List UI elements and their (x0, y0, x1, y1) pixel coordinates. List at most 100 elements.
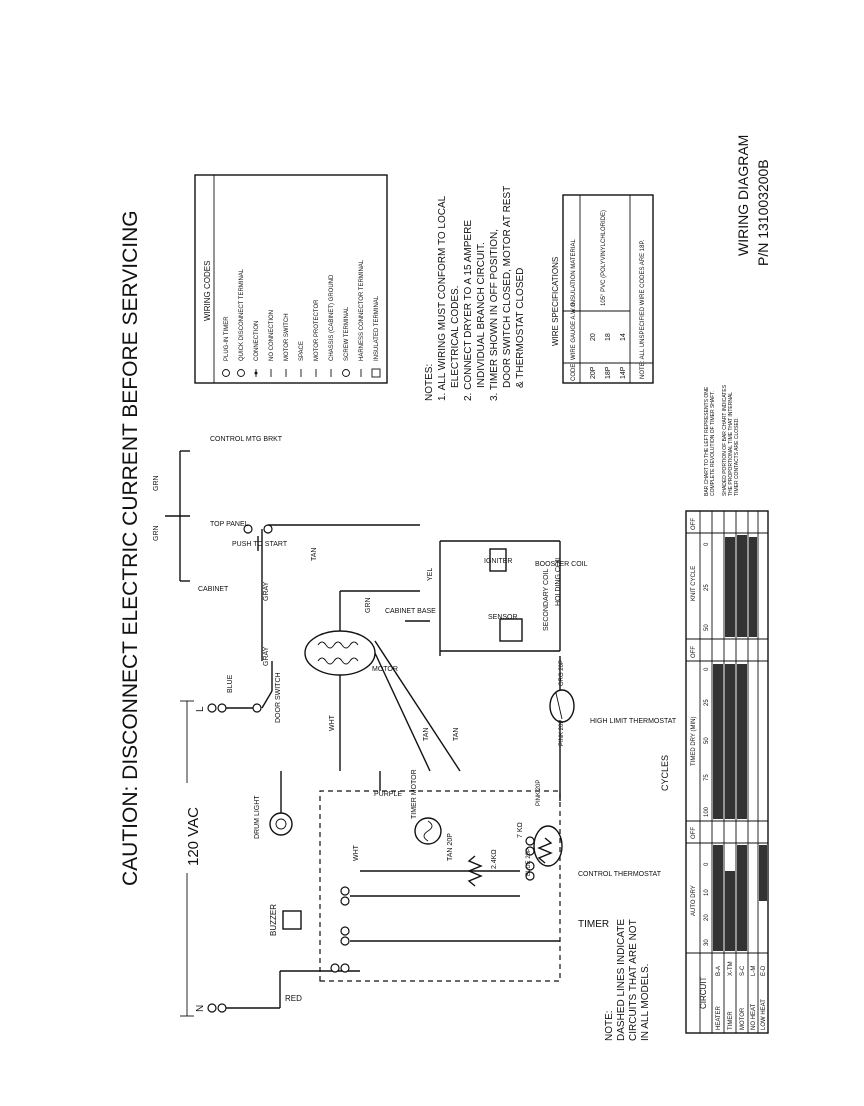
bar-note-2: COMPLETE REVOLUTION OF TIMER SHAFT. (710, 391, 716, 496)
notes-line-7: & THERMOSTAT CLOSED (515, 268, 526, 388)
notes-line-6: DOOR SWITCH CLOSED, MOTOR AT REST (502, 186, 513, 388)
wiring-code-symbols (222, 368, 381, 378)
wire-spec-table (562, 194, 654, 384)
dashed-note-4: IN ALL MODELS. (640, 964, 651, 1041)
org20p-label: ORG 20P (559, 660, 565, 686)
diagram-title-line2: P/N 131003200B (755, 159, 771, 266)
sensor-label: SENSOR (488, 614, 518, 621)
pink20p2-label: PINK 20P (559, 720, 565, 746)
circuit-lowheat: LOW HEAT (761, 999, 767, 1030)
gray-wire-label: GRAY (263, 646, 270, 666)
bar-note-4: THE PROPORTIONAL TIME THAT INTERNAL (728, 392, 734, 496)
yel-wire-label: YEL (427, 568, 434, 581)
auto-tick-0: 0 (704, 862, 710, 866)
blue20p-label: BLUE 20P (526, 848, 532, 876)
push-to-start-label: PUSH TO START (232, 541, 288, 548)
dashed-note-3: CIRCUITS THAT ARE NOT (628, 919, 639, 1041)
buzzer (282, 910, 302, 930)
wire-spec-row3-code: 14P (620, 366, 627, 379)
dashed-lines-note: NOTE: DASHED LINES INDICATE CIRCUITS THA… (604, 919, 651, 1041)
grn-wire-label-2: GRN (153, 475, 160, 491)
wire-spec-row2-gauge: 18 (605, 333, 612, 341)
timed-tick-75: 75 (704, 774, 710, 781)
igniter-label: IGNITER (484, 558, 512, 565)
grn-wire-label-1: GRN (153, 525, 160, 541)
circuit-noheat-code: L-M (751, 966, 757, 976)
circuit-motor-code: S-C (740, 965, 746, 976)
wire-spec-title: WIRE SPECIFICATIONS (551, 257, 560, 346)
wire-spec-row2-code: 18P (605, 366, 612, 379)
auto-tick-30: 30 (704, 939, 710, 946)
sensor (499, 618, 523, 642)
wire-spec-material: 105° PVC (POLYVINYLCHLORIDE) (601, 210, 607, 306)
timer-motor (414, 817, 442, 845)
notes-line-3: 2. CONNECT DRYER TO A 15 AMPERE (463, 220, 474, 401)
cycles-title: CYCLES (660, 755, 670, 791)
red-wire-label: RED (285, 994, 302, 1003)
timer-label: TIMER (578, 919, 609, 930)
cabinet-base-label: CABINET BASE (385, 608, 436, 615)
bar-note-5: TIMER CONTACTS ARE CLOSED. (734, 417, 740, 496)
wire-spec-header-code: CODE (571, 364, 577, 381)
notes-block: NOTES: 1. ALL WIRING MUST CONFORM TO LOC… (424, 186, 526, 401)
high-limit-label: HIGH LIMIT THERMOSTAT (590, 718, 677, 725)
line-label: L (195, 706, 206, 712)
circuit-heater-code: B-A (716, 966, 722, 976)
blue-wire-label: BLUE (227, 674, 234, 693)
circuit-timer: TIMER (728, 1011, 734, 1030)
drum-light (269, 812, 293, 836)
purple-wire-label: PURPLE (374, 791, 402, 798)
circuit-noheat: NO HEAT (751, 1003, 757, 1030)
cycles-section-off2: OFF (691, 646, 697, 658)
grn-motor-label: GRN (365, 597, 372, 613)
wiring-code-3: CONNECTION (254, 321, 260, 361)
cycles-section-knit: KNIT CYCLE (691, 566, 697, 601)
voltage-label: 120 VAC (185, 807, 202, 866)
caution-title: CAUTION: DISCONNECT ELECTRIC CURRENT BEF… (119, 210, 142, 886)
circuit-heater: HEATER (716, 1005, 722, 1030)
secondary-coil-label: SECONDARY COIL (543, 569, 550, 631)
holding-coil-label: HOLDING COIL (555, 556, 562, 606)
drum-light-label: DRUM LIGHT (254, 795, 261, 839)
notes-line-5: 3. TIMER SHOWN IN OFF POSITION, (489, 229, 500, 401)
notes-line-1: 1. ALL WIRING MUST CONFORM TO LOCAL (437, 195, 448, 401)
tan3-wire-label: TAN (311, 548, 318, 561)
cycles-section-timed: TIMED DRY (MIN) (691, 717, 697, 766)
circuit-motor: MOTOR (740, 1007, 746, 1030)
timer-terminals (330, 836, 535, 973)
top-panel-label: TOP PANEL (210, 521, 249, 528)
timed-tick-25: 25 (704, 699, 710, 706)
high-limit-thermostat (549, 689, 575, 723)
wiring-code-6: SPACE (299, 341, 305, 361)
wire-spec-header-gauge: WIRE GAUGE A.W.G (571, 302, 577, 360)
wire-spec-header-insulation: INSULATION MATERIAL (571, 239, 577, 306)
auto-tick-20: 20 (704, 914, 710, 921)
knit-tick-0: 0 (704, 542, 710, 546)
wiring-code-1: PLUG-IN TIMER (224, 316, 230, 361)
cycles-section-off1: OFF (691, 827, 697, 839)
knit-tick-50: 50 (704, 624, 710, 631)
wiring-code-2: QUICK DISCONNECT TERMINAL (239, 268, 245, 361)
motor-label: MOTOR (372, 666, 398, 673)
timed-tick-100: 100 (704, 806, 710, 817)
bar-chart-note: BAR CHART TO THE LEFT REPRESENTS ONE COM… (704, 384, 740, 496)
timer-motor-label: TIMER MOTOR (411, 769, 418, 819)
circuit-lowheat-code: E-D (761, 965, 767, 976)
wire-spec-row3-gauge: 14 (620, 333, 627, 341)
buzzer-label: BUZZER (269, 904, 278, 936)
cycles-section-auto: AUTO DRY (691, 885, 697, 916)
knit-tick-25: 25 (704, 584, 710, 591)
resistor2-label: 7 KΩ (517, 822, 524, 838)
timed-tick-0: 0 (704, 667, 710, 671)
motor (304, 630, 376, 676)
cycles-circuit-header: CIRCUIT (699, 976, 708, 1009)
wiring-code-10: HARNESS CONNECTOR TERMINAL (359, 259, 365, 361)
bar-note-3: SHADED PORTION OF BAR CHART INDICATES (722, 384, 728, 496)
notes-line-2: ELECTRICAL CODES. (450, 286, 461, 388)
wiring-code-5: MOTOR SWITCH (284, 313, 290, 361)
notes-header: NOTES: (424, 364, 435, 401)
control-mtg-brkt-label: CONTROL MTG BRKT (210, 436, 283, 443)
control-thermostat (533, 825, 563, 867)
booster-coil-label: BOOSTER COIL (535, 561, 588, 568)
